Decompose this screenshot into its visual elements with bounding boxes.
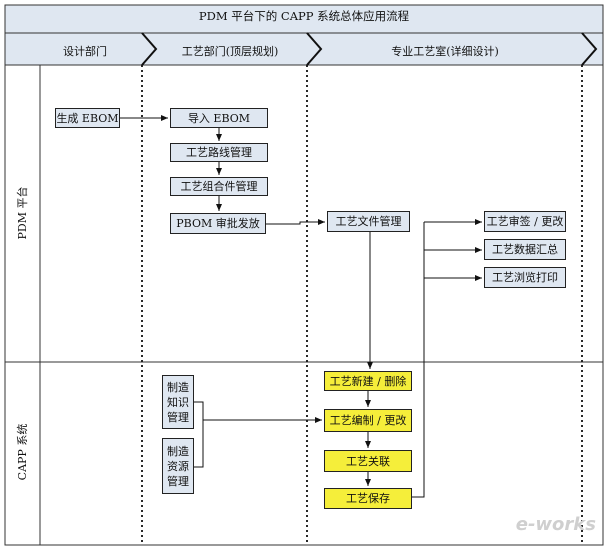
- lane-header-design: 设计部门: [63, 45, 107, 58]
- lane-header-specialist: 专业工艺室(详细设计): [391, 45, 499, 58]
- node-doc-mgmt: 工艺文件管理: [327, 211, 410, 232]
- header-row: [4, 32, 604, 66]
- node-browse-print: 工艺浏览打印: [484, 267, 566, 288]
- header-chevron-3: [581, 32, 598, 66]
- branch-trunk: [411, 222, 425, 498]
- row-label-capp: CAPP 系统: [16, 423, 29, 481]
- lane-header-process: 工艺部门(顶层规划): [181, 45, 279, 58]
- node-associate: 工艺关联: [324, 450, 412, 472]
- header-chevron-2: [306, 32, 323, 66]
- node-data-summary: 工艺数据汇总: [484, 239, 566, 260]
- node-gen-ebom: 生成 EBOM: [55, 108, 120, 128]
- arrow-pbom-to-doc: [266, 219, 325, 225]
- header-chevron-1: [141, 32, 158, 66]
- node-save: 工艺保存: [324, 488, 412, 509]
- watermark-logo: e-works: [515, 514, 596, 535]
- node-review: 工艺审签 / 更改: [484, 211, 566, 232]
- node-resource-mgmt: 制造资源管理: [162, 438, 194, 494]
- diagram-title: PDM 平台下的 CAPP 系统总体应用流程: [198, 9, 410, 23]
- node-knowledge-mgmt: 制造知识管理: [162, 375, 194, 429]
- node-new-delete: 工艺新建 / 删除: [324, 371, 412, 391]
- node-pbom-release: PBOM 审批发放: [170, 213, 266, 234]
- node-import-ebom: 导入 EBOM: [170, 108, 268, 128]
- bracket-knowledge-resource: [194, 401, 204, 468]
- node-route-mgmt: 工艺路线管理: [170, 143, 268, 162]
- node-edit-change: 工艺编制 / 更改: [324, 409, 412, 432]
- node-assembly-mgmt: 工艺组合件管理: [170, 177, 268, 196]
- row-label-pdm: PDM 平台: [16, 186, 29, 240]
